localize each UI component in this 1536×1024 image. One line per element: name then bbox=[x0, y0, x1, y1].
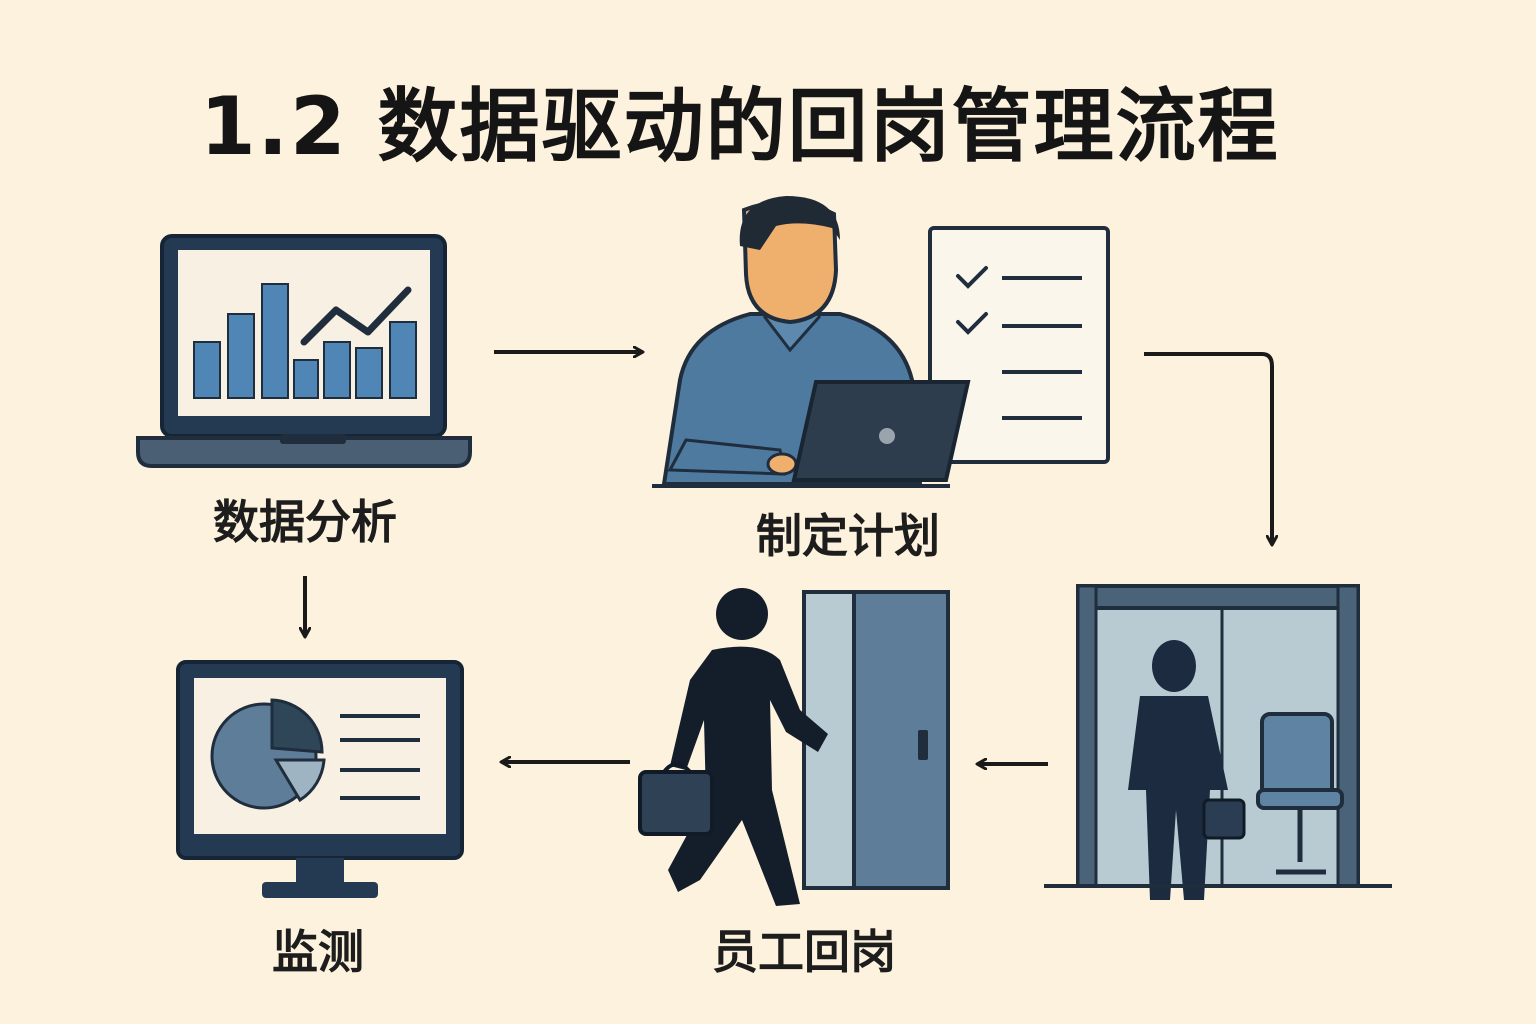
arrow-right-down bbox=[1144, 352, 1272, 544]
page-title: 1.2 数据驱动的回岗管理流程 bbox=[200, 80, 1280, 173]
bar-chart-graphic bbox=[193, 283, 417, 399]
step-label-return: 员工回岗 bbox=[712, 925, 896, 979]
step-label-plan: 制定计划 bbox=[756, 509, 940, 563]
person-walking-door-icon bbox=[638, 588, 950, 906]
monitor-pie-chart-icon bbox=[176, 660, 464, 898]
person-laptop-checklist-icon bbox=[652, 196, 1110, 488]
step-label-monitor: 监测 bbox=[272, 925, 364, 979]
step-label-analysis: 数据分析 bbox=[213, 495, 397, 549]
office-doorway-icon bbox=[1044, 584, 1392, 900]
laptop-chart-icon bbox=[136, 234, 472, 468]
